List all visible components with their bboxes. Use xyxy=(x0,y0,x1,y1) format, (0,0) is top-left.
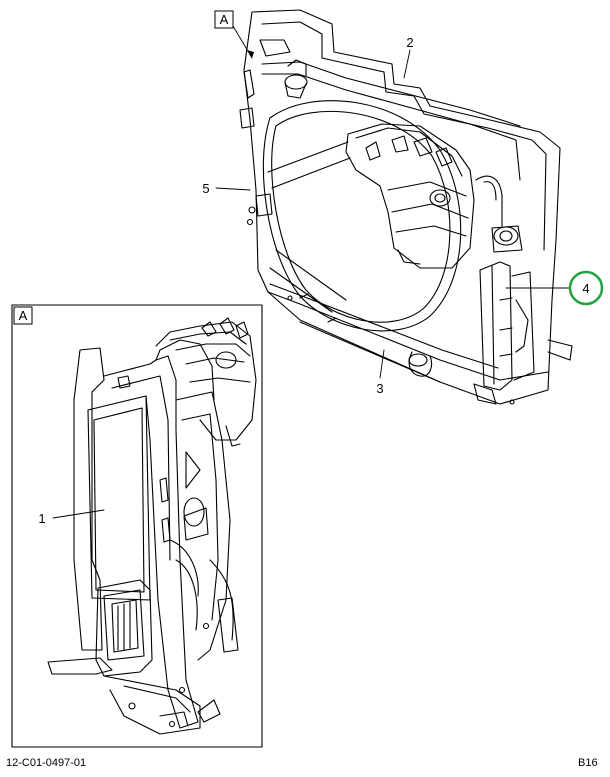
view-label-box-inset xyxy=(13,306,33,325)
inset-frame xyxy=(11,304,263,748)
callout-5: 5 xyxy=(202,181,209,196)
page-code: B16 xyxy=(578,757,598,769)
document-number: 12-C01-0497-01 xyxy=(6,757,87,769)
radiator-side-assembly xyxy=(47,317,257,735)
view-label-box-top xyxy=(214,10,234,29)
callout-3: 3 xyxy=(376,381,383,396)
radiator-shroud-assembly xyxy=(239,9,573,405)
callout-4-highlight-ring xyxy=(568,270,604,306)
callout-4: 4 xyxy=(582,281,589,296)
view-label-top: A xyxy=(220,12,229,27)
view-label-inset: A xyxy=(19,308,28,323)
callout-1: 1 xyxy=(38,511,45,526)
callout-2: 2 xyxy=(406,35,413,50)
